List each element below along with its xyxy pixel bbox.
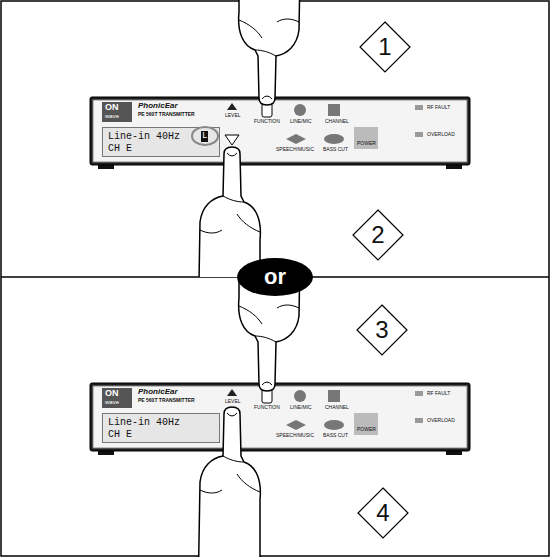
- foot: [98, 165, 114, 169]
- or-badge: or: [236, 257, 314, 297]
- level-up-button: [227, 103, 237, 110]
- speech-music-button: [286, 420, 306, 430]
- logo-text: wave: [105, 399, 119, 405]
- callout-diamond: 2: [352, 209, 404, 261]
- model-name: PE 560T TRANSMITTER: [138, 398, 195, 403]
- led: [415, 418, 423, 423]
- display-text: Line-in 40Hz: [108, 418, 180, 428]
- logo-box: [102, 102, 132, 122]
- transmitter-unit: [90, 383, 470, 455]
- control-label: POWER: [357, 427, 376, 432]
- power-button: [354, 127, 378, 149]
- control-label: FUNCTION: [254, 405, 280, 410]
- front-panel: [93, 100, 467, 162]
- indicator-label: OVERLOAD: [427, 132, 455, 137]
- logo-text: ON: [105, 389, 119, 398]
- indicator-label: RF FAULT: [427, 391, 450, 396]
- control-label: CHANNEL: [325, 405, 349, 410]
- indicator-label: OVERLOAD: [427, 418, 455, 423]
- display-screen: Line-in 40Hz CH E L: [102, 127, 220, 157]
- pointing-hand: [239, 0, 301, 105]
- foot: [98, 451, 114, 455]
- control-label: LEVEL: [225, 113, 241, 118]
- speech-music-button: [286, 134, 306, 144]
- front-panel: [93, 386, 467, 448]
- channel-button: [328, 104, 340, 116]
- control-label: CHANNEL: [325, 119, 349, 124]
- led: [415, 391, 423, 396]
- housing: [90, 97, 470, 165]
- control-label: BASS CUT: [323, 433, 348, 438]
- logo-text: wave: [105, 113, 119, 119]
- control-label: POWER: [357, 141, 376, 146]
- level-up-button: [227, 389, 237, 396]
- callout-number: 4: [376, 501, 389, 525]
- logo-text: ON: [105, 103, 119, 112]
- level-down-button: [225, 135, 239, 145]
- display-screen: Line-in 40Hz CH E: [102, 413, 220, 443]
- power-button: [354, 413, 378, 435]
- model-name: PE 560T TRANSMITTER: [138, 112, 195, 117]
- control-label: LINE/MIC: [290, 119, 312, 124]
- control-label: SPEECH/MUSIC: [276, 433, 314, 438]
- pointing-hand: [198, 147, 260, 277]
- housing: [90, 383, 470, 451]
- bass-cut-button: [324, 420, 344, 430]
- callout-diamond: 1: [359, 21, 411, 73]
- control-label: FUNCTION: [254, 119, 280, 124]
- display-text: Line-in 40Hz: [108, 132, 180, 142]
- bass-cut-button: [324, 134, 344, 144]
- connective-word: or: [264, 266, 286, 288]
- display-indicator: L: [201, 131, 208, 142]
- brand-name: PhonicEar: [138, 102, 178, 110]
- line-mic-button: [294, 390, 306, 402]
- transmitter-panel: ONwave PhonicEar PE 560T TRANSMITTER LEVEL F…: [90, 97, 470, 165]
- callout-diamond: 4: [357, 487, 409, 539]
- channel-button: [328, 390, 340, 402]
- control-label: BASS CUT: [323, 147, 348, 152]
- line-mic-button: [294, 104, 306, 116]
- indicator-label: RF FAULT: [427, 105, 450, 110]
- callout-number: 2: [371, 223, 384, 247]
- control-label: LINE/MIC: [290, 405, 312, 410]
- display-text: CH E: [108, 430, 132, 440]
- callout-diamond: 3: [356, 304, 408, 356]
- logo-box: [102, 388, 132, 408]
- brand-name: PhonicEar: [138, 388, 178, 396]
- led: [415, 132, 423, 137]
- foot: [446, 451, 462, 455]
- callout-number: 1: [378, 35, 391, 59]
- transmitter-unit: [90, 97, 470, 169]
- callout-number: 3: [375, 318, 388, 342]
- control-label: SPEECH/MUSIC: [276, 147, 314, 152]
- transmitter-panel: ONwave PhonicEar PE 560T TRANSMITTER LEVEL F…: [90, 383, 470, 451]
- control-label: LEVEL: [225, 399, 241, 404]
- display-text: CH E: [108, 144, 132, 154]
- foot: [446, 165, 462, 169]
- led: [415, 105, 423, 110]
